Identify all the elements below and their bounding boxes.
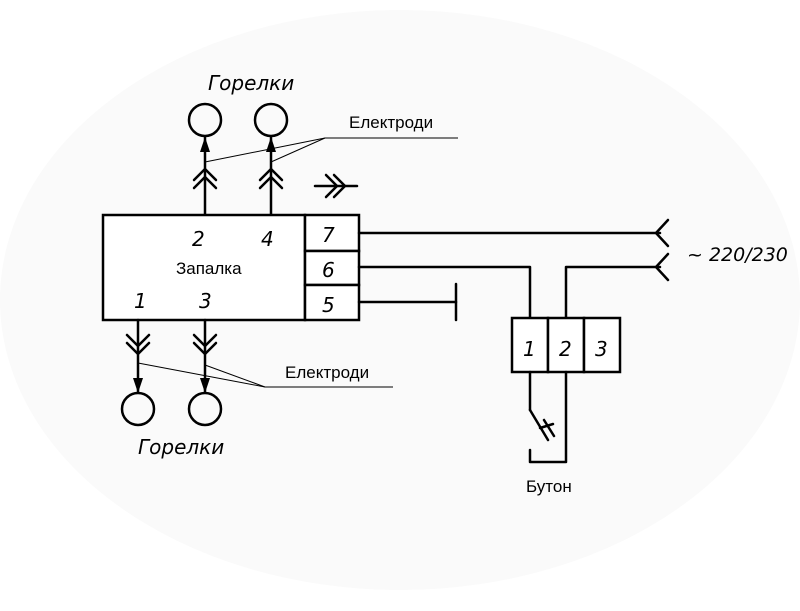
arrow-head-bottom-left — [133, 378, 143, 393]
supply-wiring: ~ 220/230 — [357, 218, 788, 322]
terminal-label-3: 3 — [199, 289, 212, 313]
terminal-box-label-6: 6 — [322, 258, 335, 282]
leader-line-bottom-2 — [204, 364, 266, 388]
connector-chevron-bottom-right-a — [192, 333, 218, 348]
plug-connector-chevron-a — [324, 173, 339, 199]
wire-button-supply — [564, 265, 662, 320]
leader-line-top-1 — [204, 137, 326, 163]
button-terminal-box-2 — [546, 316, 586, 374]
bottom-burners: Горелки — [120, 391, 224, 459]
connector-chevron-top-left-b — [192, 175, 218, 190]
switch-push-mark-b — [538, 422, 555, 430]
terminal-label-1: 1 — [134, 289, 147, 313]
button-terminal-label-1: 1 — [523, 337, 536, 361]
button-terminal-box-1 — [510, 316, 550, 374]
top-electrodes: Електроди — [192, 113, 458, 216]
wire-6-button — [357, 265, 532, 320]
button-terminal-label-3: 3 — [595, 337, 608, 361]
supply-terminal-bottom — [654, 252, 670, 282]
top-electrodes-label: Електроди — [349, 113, 433, 132]
arrow-head-top-left — [200, 137, 210, 152]
supply-terminal-top — [654, 218, 670, 248]
terminal-box-label-5: 5 — [322, 293, 335, 317]
igniter-label: Запалка — [176, 259, 242, 278]
switch-contact-blade — [528, 408, 550, 442]
button-terminal-label-2: 2 — [559, 337, 572, 361]
switch-return-lead — [528, 370, 568, 464]
bottom-electrodes-label: Електроди — [285, 363, 369, 382]
terminal-box-7 — [303, 213, 361, 253]
leader-line-top-2 — [270, 137, 326, 163]
top-burners: Горелки — [187, 71, 294, 138]
supply-voltage-label: ~ 220/230 — [687, 244, 788, 266]
terminal-label-2: 2 — [192, 227, 205, 251]
connector-chevron-bottom-left-b — [125, 341, 151, 356]
background-smudge — [0, 10, 800, 590]
connector-chevron-top-right-a — [258, 167, 284, 182]
terminal-box-label-7: 7 — [322, 223, 335, 247]
terminal-label-4: 4 — [261, 227, 274, 251]
button-label: Бутон — [526, 477, 572, 496]
top-burners-label: Горелки — [208, 71, 294, 95]
bottom-electrodes: Електроди — [125, 318, 393, 394]
igniter-unit: Запалка 2 4 1 3 7 6 5 — [101, 213, 361, 322]
burner-circle-bottom-right — [187, 391, 223, 427]
terminal-box-6 — [303, 249, 361, 287]
connector-chevron-bottom-left-a — [125, 333, 151, 348]
connector-chevron-top-left-a — [192, 167, 218, 182]
connector-chevron-bottom-right-b — [192, 341, 218, 356]
arrow-head-bottom-right — [200, 378, 210, 393]
connector-chevron-top-right-b — [258, 175, 284, 190]
plug-connector-chevron-b — [332, 173, 347, 199]
switch-push-mark-a — [542, 418, 556, 438]
button-terminal-box-3 — [582, 316, 622, 374]
leader-line-bottom-1 — [137, 362, 266, 388]
igniter-box — [101, 213, 307, 322]
plug-connector-symbol — [313, 173, 359, 199]
terminal-box-5 — [303, 283, 361, 322]
push-button: 1 2 3 Бутон — [510, 316, 622, 496]
burner-circle-bottom-left — [120, 391, 156, 427]
bottom-burners-label: Горелки — [138, 435, 224, 459]
